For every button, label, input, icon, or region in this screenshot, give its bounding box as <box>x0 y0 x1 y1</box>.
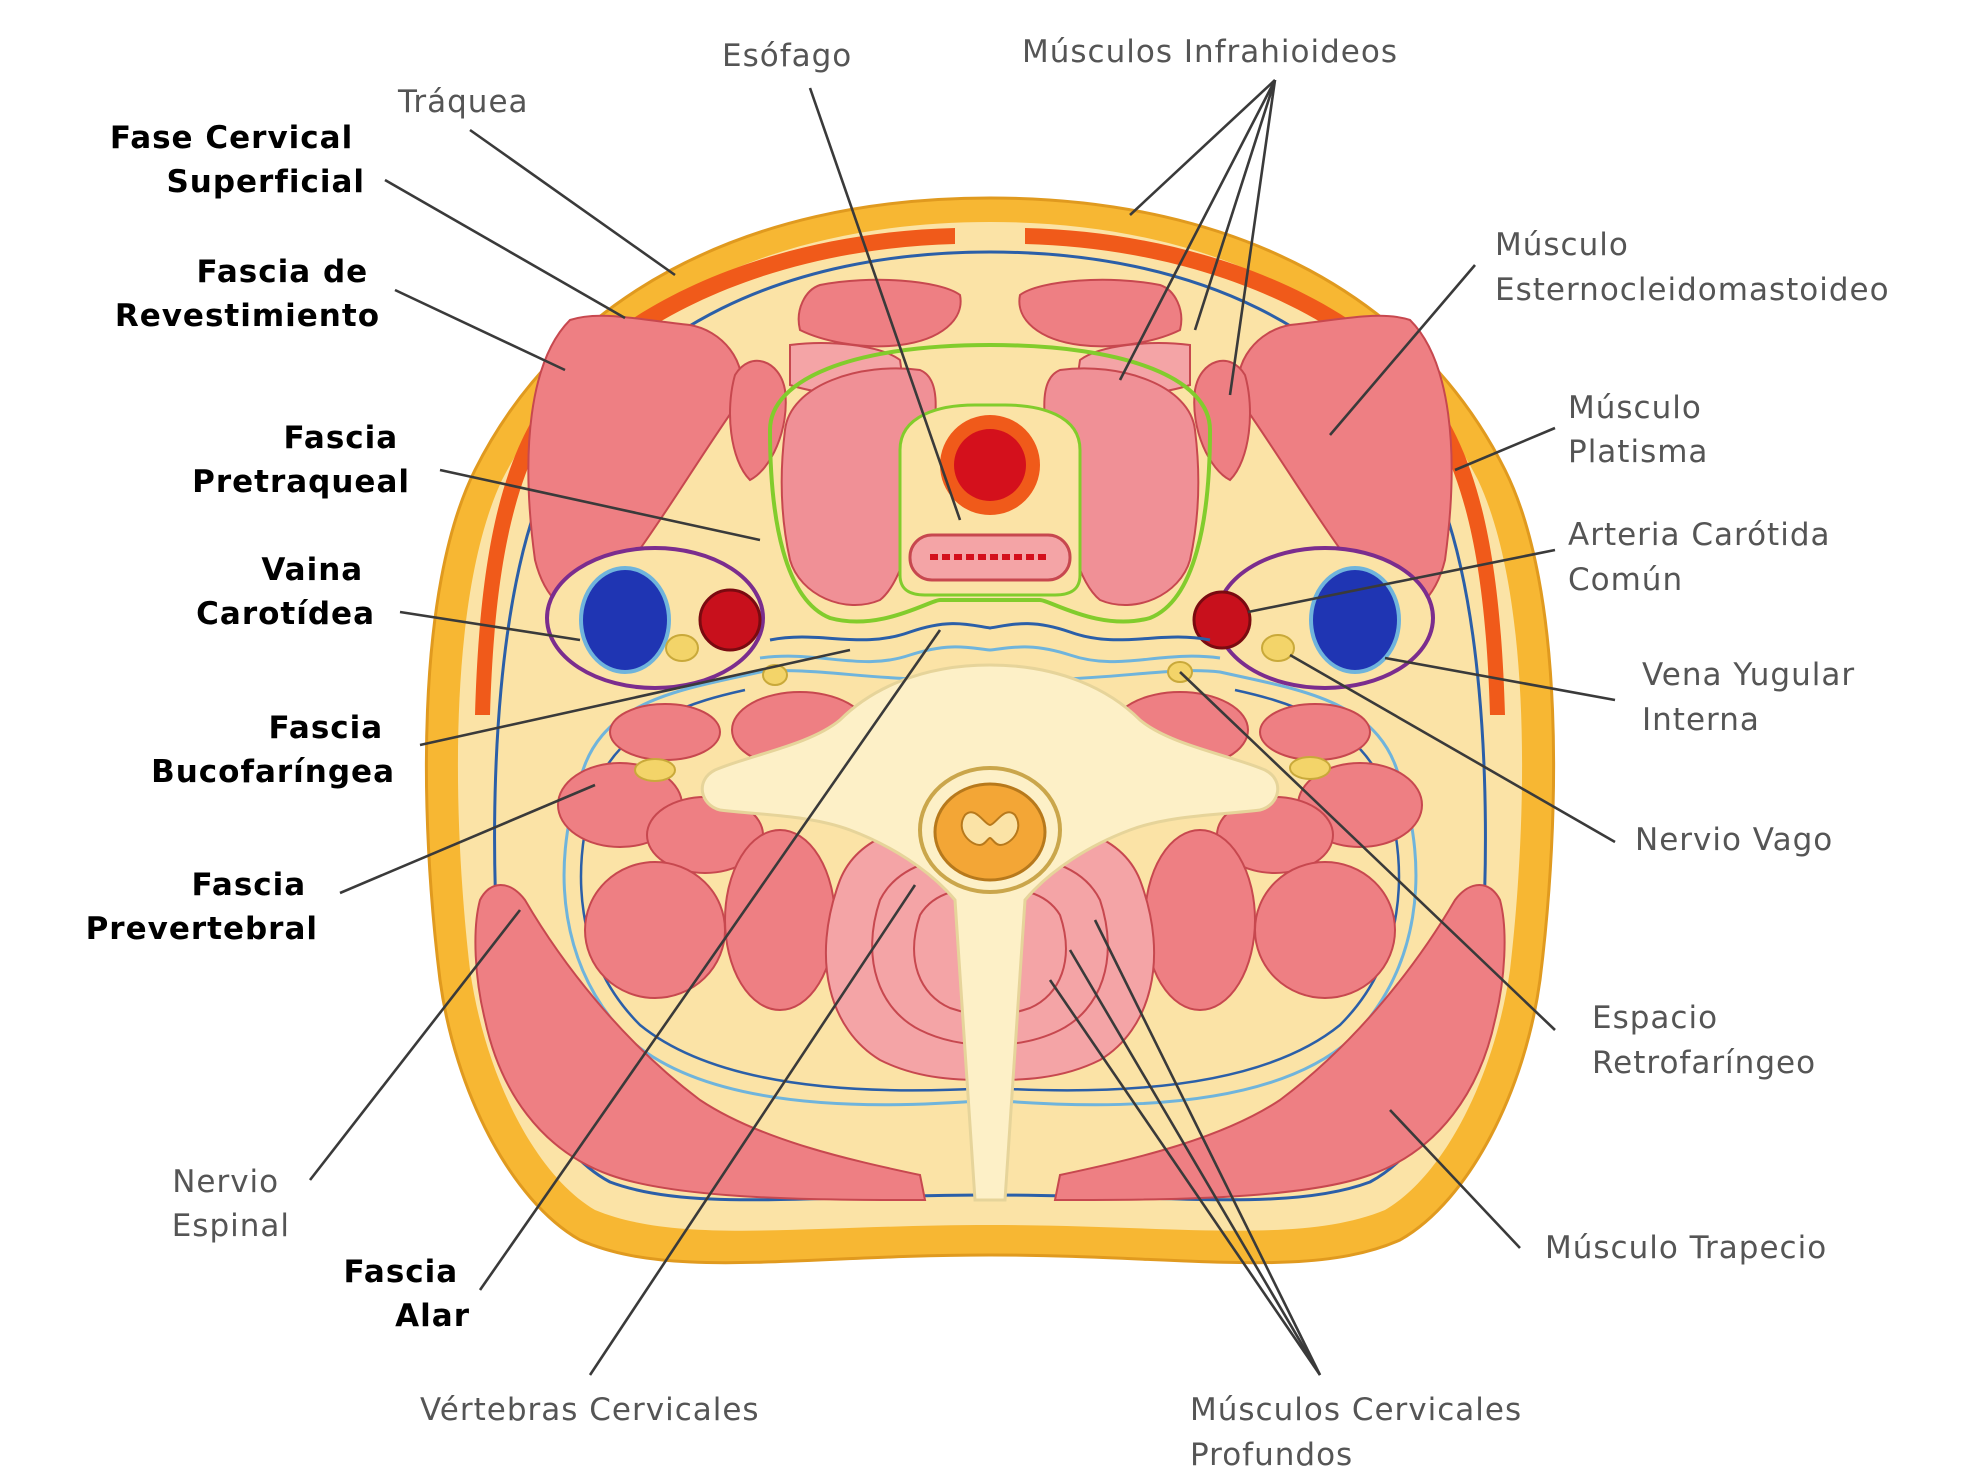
label-vertebras-cervicales: Vértebras Cervicales <box>420 1392 760 1428</box>
leader-fascia-prevertebral <box>339 783 596 895</box>
leader-fascia-revestimiento <box>394 288 566 372</box>
scm-muscle-right <box>1237 314 1453 614</box>
leader-lines <box>308 79 1616 1376</box>
label-traquea: Tráquea <box>397 84 529 120</box>
leader-vaina-carotidea <box>399 610 581 642</box>
label-musculos-cervicales-profundos: Músculos Cervicales Profundos <box>1190 1392 1533 1473</box>
leader-retrofaringeo <box>1179 671 1556 1031</box>
leader-infrahioideos-2 <box>1193 79 1277 331</box>
leader-profundos-1 <box>1048 979 1322 1376</box>
trachea-lumen-inner <box>954 429 1026 501</box>
buccopharyngeal-fascia <box>769 622 1211 642</box>
leader-traquea <box>469 128 676 277</box>
splenius-left <box>724 829 836 1011</box>
label-musculo-esternocleidomastoideo: Músculo Esternocleidomastoideo <box>1495 227 1890 308</box>
label-vaina-carotidea: Vaina Carotídea <box>196 552 375 632</box>
deep-cervical-muscles <box>557 691 1423 1011</box>
label-vena-yugular: Vena Yugular Interna <box>1642 657 1866 738</box>
scalene-anterior-right <box>1259 703 1371 761</box>
leader-platisma <box>1454 426 1556 472</box>
leader-vertebras <box>588 884 917 1376</box>
label-fascia-alar: Fascia Alar <box>344 1254 470 1334</box>
label-fascia-pretraqueal: Fascia Pretraqueal <box>192 420 410 500</box>
labels: Fase Cervical Superficial Fascia de Reve… <box>86 34 1890 1473</box>
levator-scapulae-left <box>584 861 726 999</box>
label-fascia-prevertebral: Fascia Prevertebral <box>86 867 318 947</box>
pretracheal-fascia-outline <box>767 342 1213 624</box>
label-musculo-trapecio: Músculo Trapecio <box>1545 1230 1827 1266</box>
leader-fase-cervical <box>384 178 626 320</box>
leader-fascia-pretraqueal <box>439 468 761 542</box>
scalene-anterior-left <box>609 703 721 761</box>
leader-carotida <box>1247 548 1556 614</box>
scm-muscle-left <box>527 314 743 614</box>
trapezius-muscle-left <box>474 884 927 1202</box>
label-musculo-platisma: Músculo Platisma <box>1568 390 1713 470</box>
vagus-nerve-right <box>1261 634 1295 662</box>
label-fase-cervical: Fase Cervical Superficial <box>110 120 365 200</box>
label-musculos-infrahioideos: Músculos Infrahioideos <box>1022 34 1398 70</box>
splenius-right <box>1144 829 1256 1011</box>
nerve-root-left <box>634 758 676 782</box>
leader-trapecio <box>1389 1109 1521 1249</box>
leader-esofago <box>808 87 962 521</box>
leader-scm <box>1329 264 1476 436</box>
label-espacio-retrofaringeo: Espacio Retrofaríngeo <box>1592 1000 1816 1081</box>
leader-profundos-3 <box>1093 919 1322 1376</box>
label-fascia-bucofaringea: Fascia Bucofaríngea <box>151 710 395 790</box>
label-nervio-espinal: Nervio Espinal <box>172 1164 290 1244</box>
leader-fascia-alar <box>478 629 942 1291</box>
leader-infrahioideos-3 <box>1228 79 1277 396</box>
leader-vago <box>1289 653 1616 844</box>
leader-nervio-espinal <box>308 909 522 1181</box>
infrahyoid-muscle-right <box>1018 278 1183 348</box>
phrenic-nerve-left <box>762 664 788 686</box>
levator-scapulae-right <box>1254 861 1396 999</box>
neck-cross-section-illustration <box>424 196 1556 1265</box>
common-carotid-artery-right <box>1192 590 1252 650</box>
label-esofago: Esófago <box>722 38 852 74</box>
common-carotid-artery-left <box>698 588 762 652</box>
leader-fascia-bucofaringea <box>419 648 851 747</box>
nerve-root-right <box>1289 756 1331 780</box>
spinal-cord-grey-matter <box>960 811 1020 847</box>
trapezius-muscle-right <box>1053 884 1506 1202</box>
leader-infrahioideos-4 <box>1118 79 1277 381</box>
internal-jugular-vein-left <box>579 566 671 674</box>
label-nervio-vago: Nervio Vago <box>1635 822 1833 858</box>
prevertebral-fascia-outline <box>562 669 1418 1107</box>
label-arteria-carotida: Arteria Carótida Común <box>1568 517 1841 598</box>
infrahyoid-muscle-left <box>797 278 962 348</box>
leader-profundos-2 <box>1068 949 1322 1376</box>
vagus-nerve-left <box>665 634 699 662</box>
label-fascia-revestimiento: Fascia de Revestimiento <box>115 254 380 334</box>
cervical-vertebra <box>700 663 1280 1202</box>
leader-infrahioideos-1 <box>1129 79 1276 216</box>
alar-fascia <box>759 645 1221 664</box>
leader-yugular <box>1384 656 1616 702</box>
